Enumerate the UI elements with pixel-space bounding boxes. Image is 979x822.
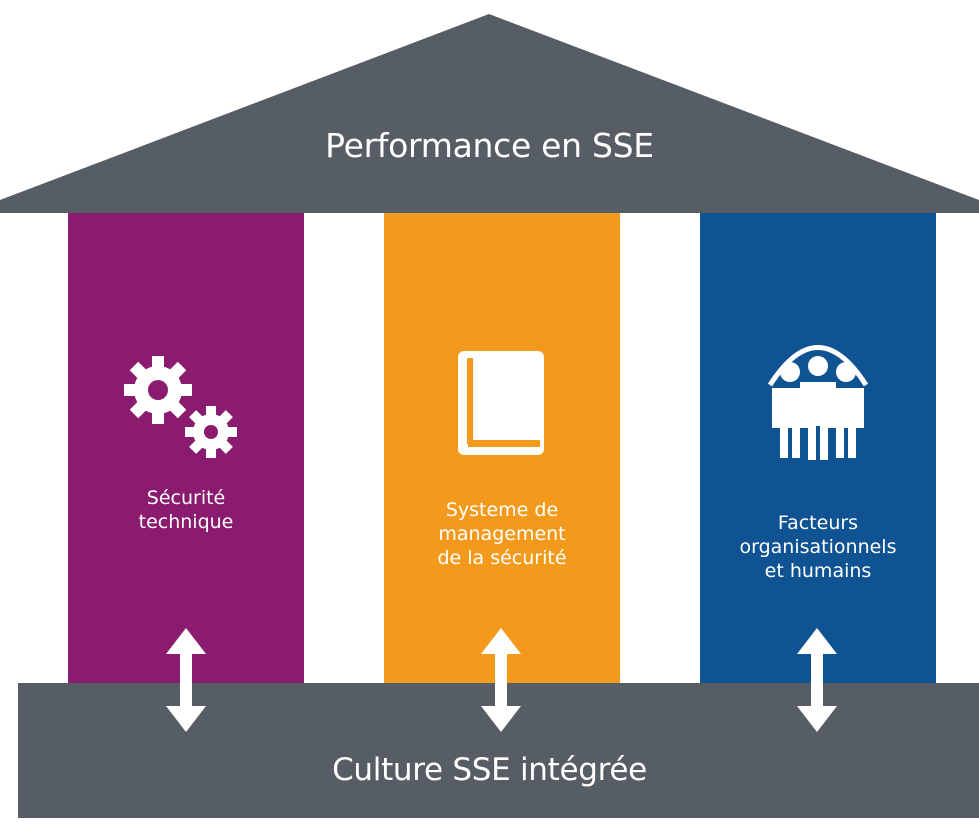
pillar-2-line3: de la sécurité bbox=[437, 547, 567, 569]
pillar-1-line2: technique bbox=[138, 511, 234, 533]
pillar-3-line3: et humains bbox=[764, 560, 872, 582]
pillar-1-label: Sécurité technique bbox=[68, 486, 304, 534]
pillar-1-line1: Sécurité bbox=[146, 487, 226, 509]
pillar-2-label: Systeme de management de la sécurité bbox=[384, 498, 620, 570]
pillar-3-line2: organisationnels bbox=[739, 536, 897, 558]
pillar-facteurs-humains bbox=[700, 213, 936, 683]
base-title: Culture SSE intégrée bbox=[332, 752, 647, 788]
roof bbox=[0, 14, 979, 213]
arrow-1 bbox=[166, 628, 206, 732]
gears-icon bbox=[124, 356, 237, 458]
pillar-3-line1: Facteurs bbox=[777, 512, 859, 534]
pillar-3-label: Facteurs organisationnels et humains bbox=[700, 511, 936, 583]
arrow-3 bbox=[797, 628, 837, 732]
arrow-2 bbox=[481, 628, 521, 732]
pillar-2-line2: management bbox=[438, 523, 566, 545]
roof-title: Performance en SSE bbox=[325, 126, 654, 165]
pillar-2-line1: Systeme de bbox=[445, 499, 559, 521]
book-icon bbox=[458, 351, 544, 455]
pillar-securite-technique bbox=[68, 213, 304, 683]
people-icon bbox=[767, 345, 869, 460]
